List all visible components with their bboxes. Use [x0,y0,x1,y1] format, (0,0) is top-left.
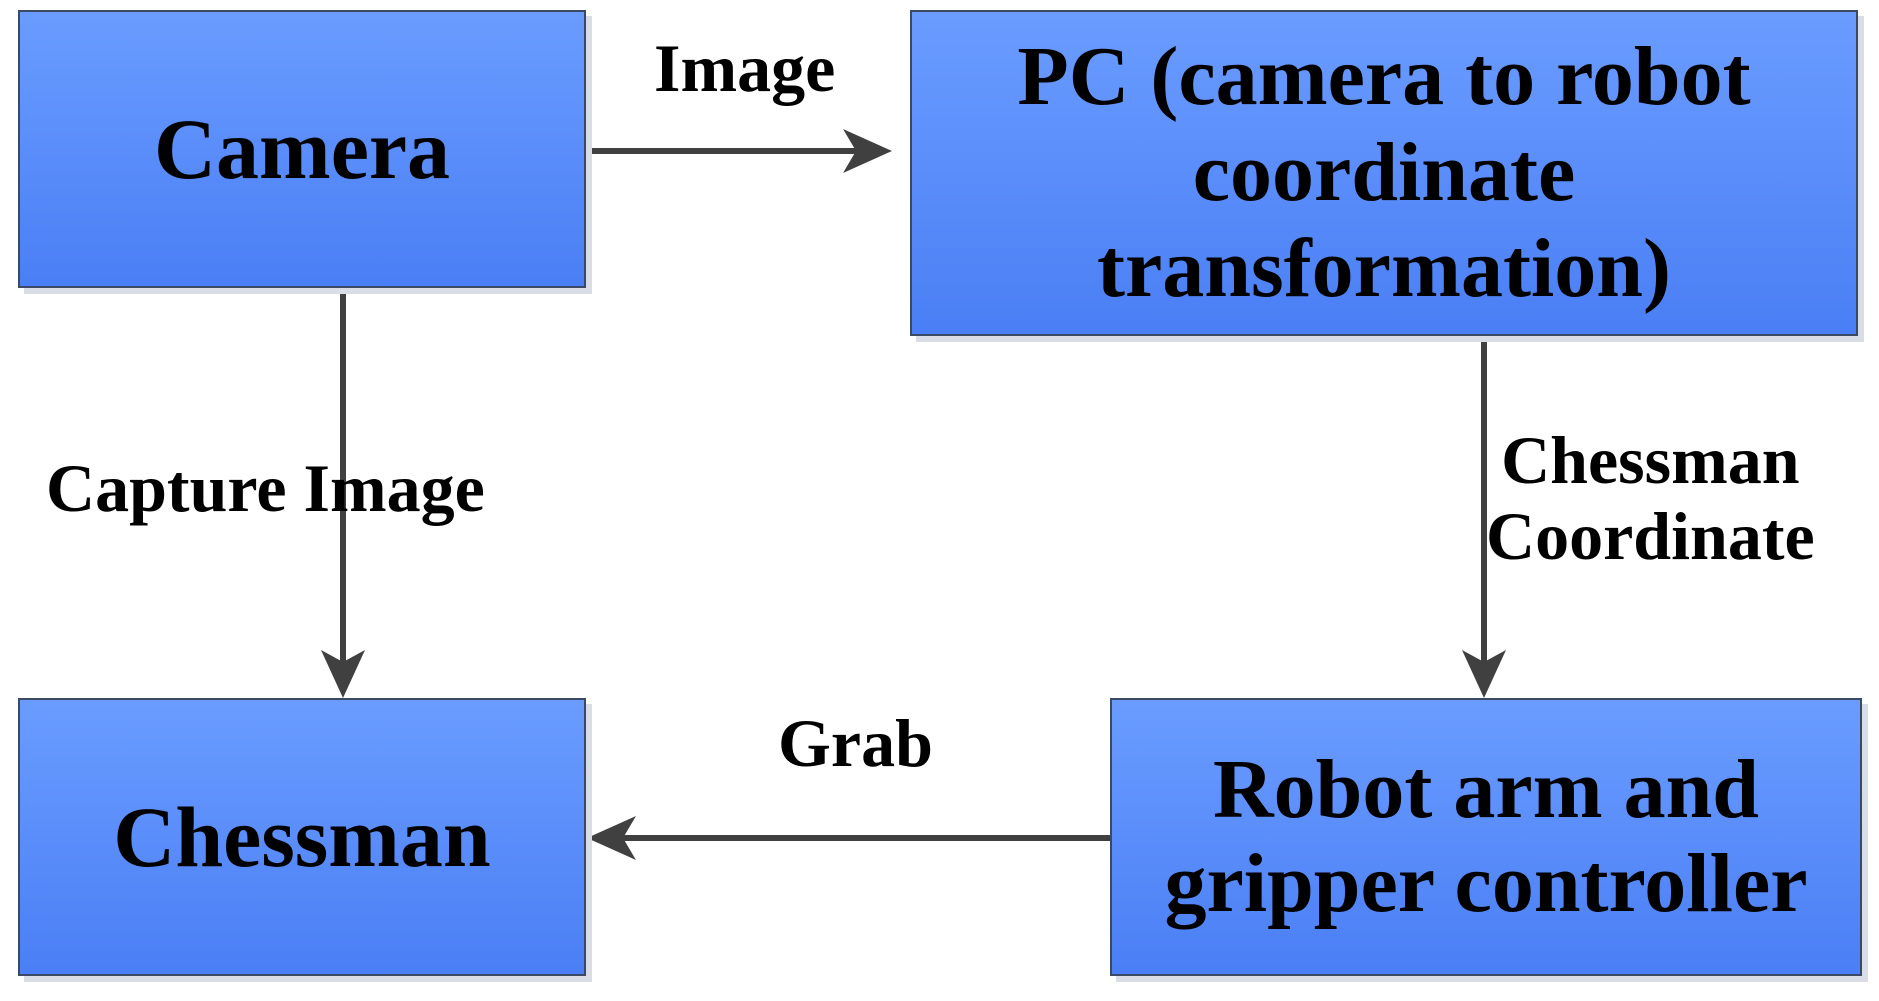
edge-label-grab: Grab [778,705,933,781]
chessman-label: Chessman [113,789,491,885]
robot-label: Robot arm and gripper controller [1164,742,1808,930]
edge-label-image: Image [654,30,836,106]
chessman-box: Chessman [18,698,586,976]
edge-label-capture-image: Capture Image [46,450,485,526]
arrow-camera-to-pc [585,129,892,173]
arrow-camera-to-chessman [321,285,365,698]
camera-label: Camera [153,101,451,197]
arrow-pc-to-robot [1462,336,1506,698]
arrow-robot-to-chessman [587,816,1110,860]
pc-label: PC (camera to robot coordinate transform… [1017,30,1751,315]
camera-box: Camera [18,10,586,288]
robot-box: Robot arm and gripper controller [1110,698,1862,976]
pc-box: PC (camera to robot coordinate transform… [910,10,1858,336]
edge-label-chessman-coordinate: Chessman Coordinate [1486,422,1815,575]
